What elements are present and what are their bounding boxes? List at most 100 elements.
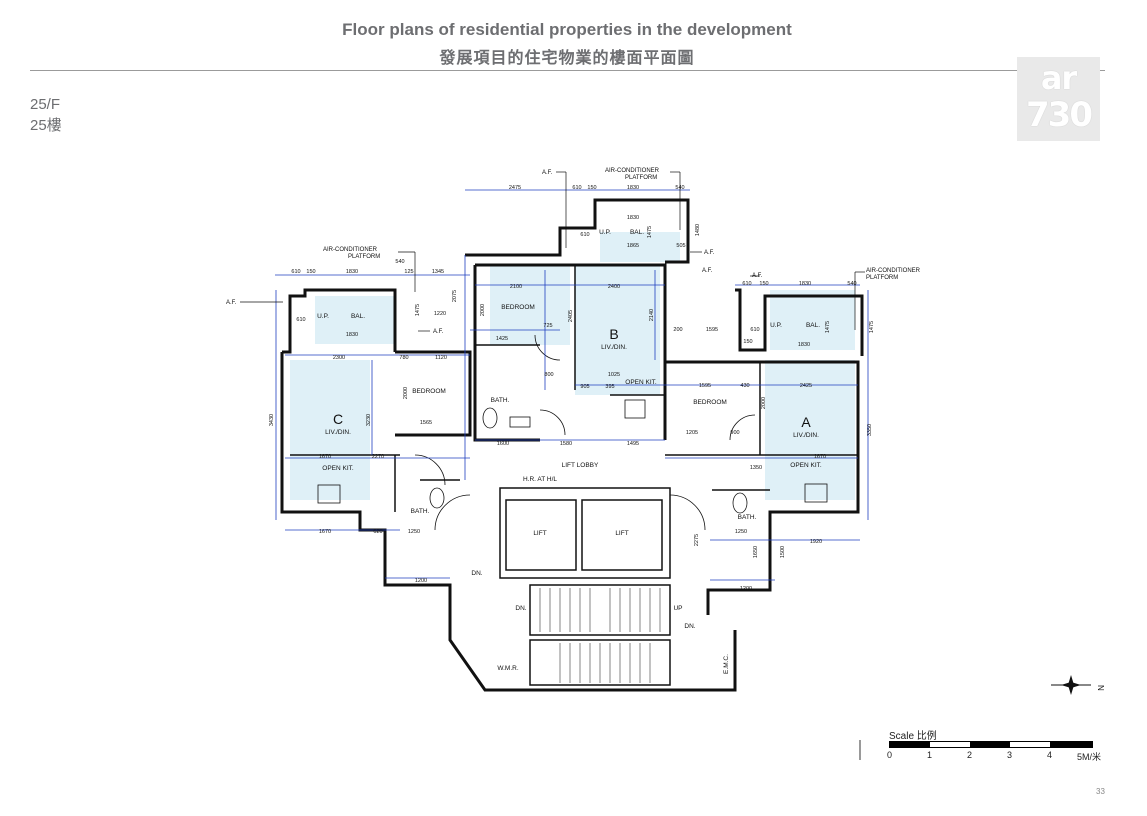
- dim: 1250: [735, 529, 747, 535]
- acp-callout-b-2: PLATFORM: [625, 175, 657, 181]
- dim: 3350: [867, 424, 873, 436]
- floor-label: 25/F 25樓: [30, 94, 62, 136]
- scale-tick: 3: [1007, 750, 1013, 760]
- scale-seg-3: [970, 742, 1010, 747]
- dim: 150: [743, 339, 752, 345]
- wmr-label: W.M.R.: [497, 665, 518, 672]
- room-b-openkit: OPEN KIT.: [625, 379, 657, 386]
- room-a-openkit: OPEN KIT.: [790, 462, 822, 469]
- dim: 1830: [799, 281, 811, 287]
- dim: 1595: [706, 327, 718, 333]
- dim: 1830: [346, 332, 358, 338]
- dim: 1830: [798, 342, 810, 348]
- acp-callout-b-1: AIR-CONDITIONER: [605, 168, 660, 174]
- emc-label: E.M.C.: [723, 654, 730, 674]
- stair-dn-label-3: DN.: [471, 570, 482, 577]
- scale-tick: 1: [927, 750, 933, 760]
- room-a-bedroom: BEDROOM: [693, 399, 727, 406]
- scale-seg-1: [890, 742, 930, 747]
- dim: 200: [673, 327, 682, 333]
- dim: 1670: [319, 454, 331, 460]
- af-callout-6: A.F.: [433, 329, 444, 335]
- dim: 1500: [780, 546, 786, 558]
- scale-bar: [889, 741, 1093, 748]
- dim: 1580: [560, 441, 572, 447]
- room-c-bedroom: BEDROOM: [412, 388, 446, 395]
- leader-lines: [240, 171, 865, 332]
- room-b-up: U.P.: [599, 229, 611, 236]
- dim: 610: [750, 327, 759, 333]
- room-b-bedroom: BEDROOM: [501, 304, 535, 311]
- room-b-livdin: LIV./DIN.: [601, 344, 627, 351]
- dim: 1480: [695, 224, 701, 236]
- dim: 1600: [497, 441, 509, 447]
- page-title-zh: 發展項目的住宅物業的樓面平面圖: [439, 50, 695, 67]
- dim: 3430: [269, 414, 275, 426]
- page-number: 33: [1096, 787, 1105, 796]
- lift-2-label: LIFT: [615, 530, 628, 537]
- scale-tick: 0: [887, 750, 893, 760]
- scale-tick: 5M/米: [1077, 752, 1102, 762]
- lift-1-label: LIFT: [533, 530, 546, 537]
- dim: 1475: [647, 226, 653, 238]
- af-callout-3: A.F.: [704, 250, 715, 256]
- af-callout-5: A.F.: [752, 273, 763, 279]
- dim: 1120: [435, 355, 447, 361]
- dim: 2075: [452, 290, 458, 302]
- dim: 1205: [686, 430, 698, 436]
- dim: 2000: [403, 387, 409, 399]
- dim: 2100: [510, 284, 522, 290]
- dim: 780: [399, 355, 408, 361]
- dim: 2275: [694, 534, 700, 546]
- dim: 905: [580, 384, 589, 390]
- stair-up-label: UP: [673, 605, 682, 612]
- dim: 725: [543, 323, 552, 329]
- af-callout-1: A.F.: [226, 300, 237, 306]
- dim: 2000: [761, 397, 767, 409]
- room-fills: [290, 232, 855, 500]
- room-a-bath: BATH.: [738, 514, 757, 521]
- acp-callout-a-2: PLATFORM: [866, 275, 898, 281]
- dim: 1670: [814, 454, 826, 460]
- room-b-bal: BAL.: [630, 229, 644, 236]
- dim: 1350: [750, 465, 762, 471]
- dim: 125: [404, 269, 413, 275]
- dim: 2400: [608, 284, 620, 290]
- dim: 1475: [825, 321, 831, 333]
- dim: 2405: [568, 310, 574, 322]
- dim: 540: [395, 259, 404, 265]
- dim: 540: [675, 185, 684, 191]
- dim: 395: [605, 384, 614, 390]
- dim: 1200: [415, 578, 427, 584]
- floor-label-zh: 25樓: [30, 117, 62, 134]
- acp-callout-a-1: AIR-CONDITIONER: [866, 268, 921, 274]
- dim: 610: [572, 185, 581, 191]
- north-compass-icon: N: [1051, 675, 1105, 695]
- dim: 2425: [800, 383, 812, 389]
- page-title-en: Floor plans of residential properties in…: [342, 20, 792, 39]
- dim: 610: [742, 281, 751, 287]
- dim: 610: [580, 232, 589, 238]
- af-callout-4: A.F.: [702, 268, 713, 274]
- dim: 1830: [346, 269, 358, 275]
- scale-tick: 4: [1047, 750, 1053, 760]
- dim: 3230: [366, 414, 372, 426]
- dim: 505: [676, 243, 685, 249]
- room-a-livdin: LIV./DIN.: [793, 432, 819, 439]
- room-c-bath: BATH.: [411, 508, 430, 515]
- dim: 900: [730, 430, 739, 436]
- dim: 1250: [408, 529, 420, 535]
- acp-callout-c-2: PLATFORM: [348, 254, 380, 260]
- scale-tick: 2: [967, 750, 973, 760]
- dim: 1025: [608, 372, 620, 378]
- af-callout-2: A.F.: [542, 170, 553, 176]
- dim: 2140: [649, 309, 655, 321]
- hose-reel-label: H.R. AT H/L: [523, 476, 557, 483]
- door-swings: [414, 334, 756, 531]
- dim: 2000: [480, 304, 486, 316]
- stair-dn-label-1: DN.: [515, 605, 526, 612]
- dim: 1595: [699, 383, 711, 389]
- logo-line1: ar: [1040, 59, 1077, 97]
- scale-label: Scale 比例: [889, 731, 937, 742]
